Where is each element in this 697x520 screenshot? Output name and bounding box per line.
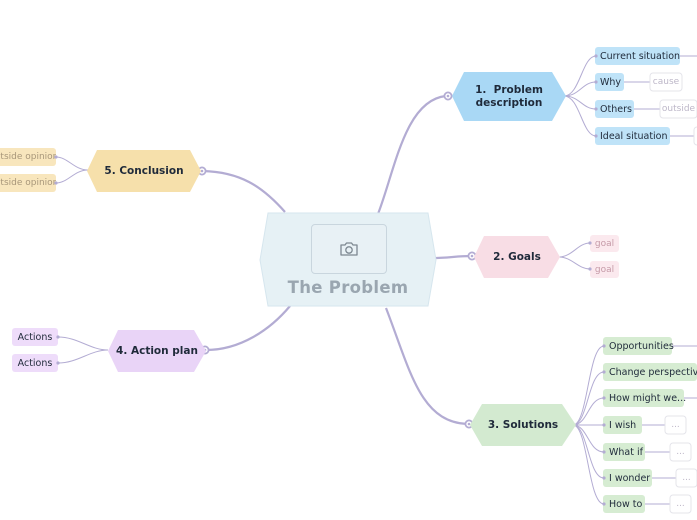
leaf-label: Current situation xyxy=(600,50,681,62)
branch-label-solutions: 3. Solutions xyxy=(487,419,559,431)
leaf-others[interactable] xyxy=(595,100,634,118)
leaf-label: Outside opinion xyxy=(0,152,56,162)
leaf-i-wish[interactable] xyxy=(603,416,642,434)
leaf-goal[interactable] xyxy=(590,235,619,252)
leaf-label: Opportunities xyxy=(609,340,674,352)
leaf-label: I wish xyxy=(609,419,637,431)
leaf-tail-label: cause xyxy=(652,77,680,87)
leaf-how-to[interactable] xyxy=(603,495,645,513)
branch-label-action: 4. Action plan xyxy=(116,345,198,357)
leaf-label: Ideal situation xyxy=(600,130,668,142)
connector-goals xyxy=(431,254,473,260)
central-image-placeholder[interactable] xyxy=(311,224,387,274)
branch-node-solutions[interactable] xyxy=(470,404,576,446)
leaf-tail-label: ... xyxy=(676,499,685,509)
branch-node-problem[interactable] xyxy=(452,72,566,121)
leaf-i-wonder[interactable] xyxy=(603,469,652,487)
leaf-label: Others xyxy=(600,103,632,115)
leaf-what-if[interactable] xyxy=(603,443,645,461)
camera-icon xyxy=(340,242,358,256)
connector-action xyxy=(205,305,291,352)
leaf-outside-opinion[interactable] xyxy=(0,174,56,192)
leaf-tail-label: ... xyxy=(682,473,691,483)
leaf-cause[interactable] xyxy=(649,72,683,92)
leaf-ideal-situation[interactable] xyxy=(595,127,670,145)
connector-problem xyxy=(376,94,447,215)
leaf-label: Change perspective xyxy=(609,366,697,378)
branch-label-goals: 2. Goals xyxy=(493,251,541,263)
leaf-label: Actions xyxy=(17,357,53,369)
leaf-label: How to xyxy=(609,498,643,510)
leaf-tail-label: ... xyxy=(676,447,685,457)
connector-conclusion xyxy=(202,169,286,213)
leaf-goal[interactable] xyxy=(590,261,619,278)
leaf-how-might-we[interactable] xyxy=(603,389,684,407)
leaf-opportunities[interactable] xyxy=(603,337,672,355)
connector-solutions xyxy=(384,307,468,426)
leaf-actions[interactable] xyxy=(12,328,58,346)
leaf-label: How might we... xyxy=(609,392,687,404)
central-topic-title: The Problem xyxy=(287,277,409,297)
leaf-label: I wonder xyxy=(609,472,651,484)
leaf-change-perspective[interactable] xyxy=(603,363,697,381)
branch-node-action[interactable] xyxy=(108,330,206,372)
leaf-label: goal xyxy=(594,238,615,249)
leaf-tail-label: ... xyxy=(671,420,680,430)
leaf-outside-opinion[interactable] xyxy=(0,148,56,166)
leaf-label: Actions xyxy=(17,331,53,343)
leaf-label: Outside opinion xyxy=(0,178,56,188)
leaf-why[interactable] xyxy=(595,73,624,91)
conclusion-leaf-clip: Outside opinion Outside opinion xyxy=(0,148,56,192)
leaf-label: Why xyxy=(600,76,622,88)
leaf-tail-label: outside xyxy=(661,104,696,114)
leaf-outside[interactable] xyxy=(659,99,697,119)
branch-label-conclusion: 5. Conclusion xyxy=(104,165,184,177)
branch-node-conclusion[interactable] xyxy=(87,150,201,192)
branch-label-problem: 1. Problem description xyxy=(475,84,543,109)
leaf-label: goal xyxy=(594,264,615,275)
leaf-actions[interactable] xyxy=(12,354,58,372)
leaf-current-situation[interactable] xyxy=(595,47,680,65)
leaf-label: What if xyxy=(609,446,643,458)
branch-node-goals[interactable] xyxy=(474,236,560,278)
